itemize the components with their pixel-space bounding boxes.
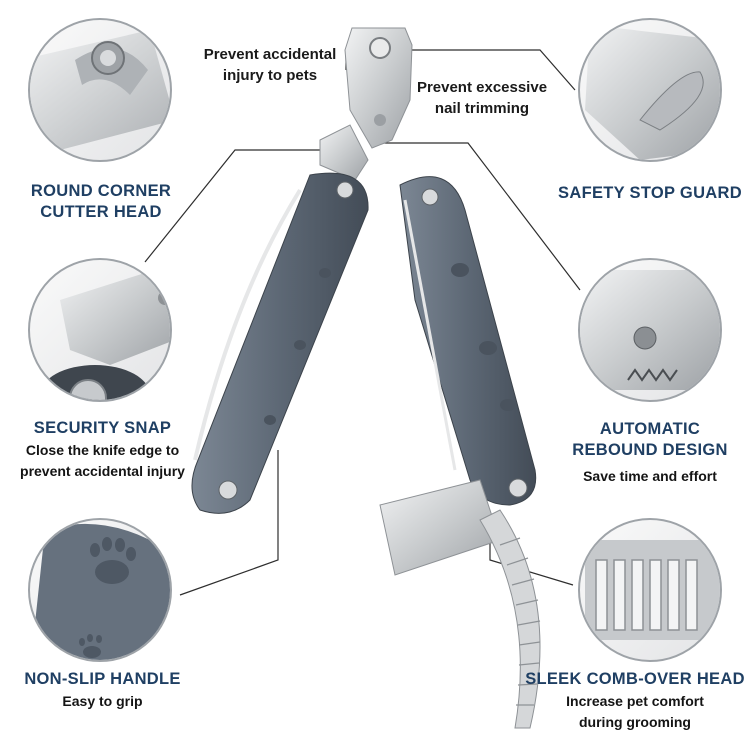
title-comb: SLEEK COMB-OVER HEAD <box>525 670 745 688</box>
leader-round-corner <box>144 149 330 263</box>
title-security-snap: SECURITY SNAP <box>33 419 172 437</box>
detail-comb-head <box>578 518 722 662</box>
detail-security-snap <box>28 258 172 402</box>
leader-non-slip <box>179 450 279 596</box>
nail-clipper-product <box>191 27 541 729</box>
paw-print-icon <box>90 537 136 584</box>
leader-comb <box>489 540 574 586</box>
leader-trimming <box>390 49 576 91</box>
spring-icon <box>627 368 678 382</box>
title-round-corner: ROUND CORNER CUTTER HEAD <box>30 182 172 221</box>
detail-non-slip-handle <box>28 518 172 662</box>
title-non-slip: NON-SLIP HANDLE <box>24 670 181 688</box>
leader-rebound <box>383 142 581 291</box>
desc-comb: Increase pet comfort during grooming <box>566 693 704 730</box>
desc-security-snap: Close the knife edge to prevent accident… <box>20 442 185 479</box>
desc-non-slip: Easy to grip <box>62 693 143 709</box>
detail-round-corner-cutter <box>28 18 172 162</box>
leader-lines <box>144 49 581 596</box>
callout-prevent-trimming: Prevent excessive nail trimming <box>416 79 548 117</box>
paw-print-small-icon <box>79 634 102 658</box>
title-safety-stop: SAFETY STOP GUARD <box>558 184 742 202</box>
callout-prevent-injury: Prevent accidental injury to pets <box>203 46 337 84</box>
desc-rebound: Save time and effort <box>583 468 717 484</box>
detail-safety-stop-guard <box>578 18 722 162</box>
detail-automatic-rebound <box>578 258 722 402</box>
title-rebound: AUTOMATIC REBOUND DESIGN <box>572 420 728 459</box>
